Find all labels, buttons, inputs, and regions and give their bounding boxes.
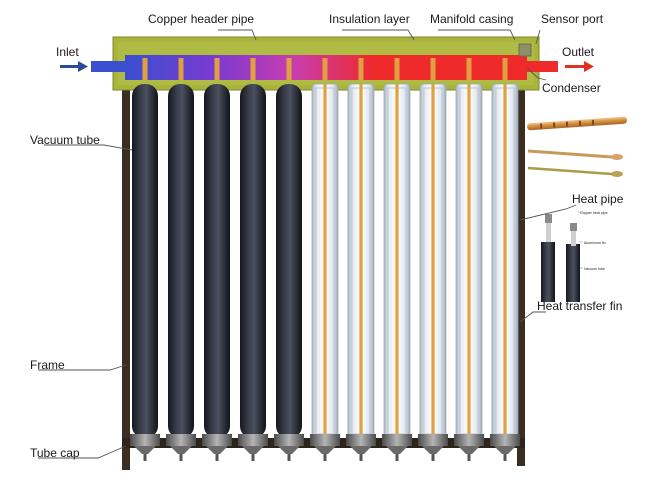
tube-5 [276, 84, 302, 438]
tube-7 [347, 83, 375, 439]
tube-1 [132, 84, 158, 438]
condenser-5 [286, 58, 292, 80]
tube-cap-8 [382, 434, 412, 461]
tube-cap-7 [346, 434, 376, 461]
condenser-4 [250, 58, 256, 80]
tube-11 [491, 83, 519, 439]
label-outlet: Outlet [562, 45, 595, 59]
condenser-rod-image [527, 116, 627, 131]
tube-cap-9 [418, 434, 448, 461]
inset-label-copper: Copper heat pipe [580, 211, 608, 215]
heat-pipe-inset: Copper heat pipe Aluminium fin Vacuum tu… [533, 206, 623, 302]
condenser-1 [142, 58, 148, 80]
tube-cap-11 [490, 434, 520, 461]
label-heat-transfer-fin: Heat transfer fin [537, 299, 622, 313]
label-condenser: Condenser [542, 81, 601, 95]
tube-2 [168, 84, 194, 438]
tube-9 [419, 83, 447, 439]
label-insulation-layer: Insulation layer [329, 12, 410, 26]
inlet-arrow [60, 61, 88, 72]
label-manifold-casing: Manifold casing [430, 12, 513, 26]
vacuum-tubes [132, 83, 519, 439]
label-copper-header-pipe: Copper header pipe [148, 12, 254, 26]
condensers [142, 58, 508, 80]
condenser-6 [322, 58, 328, 80]
tube-3 [204, 84, 230, 438]
tube-4 [240, 84, 266, 438]
tube-10 [455, 83, 483, 439]
label-sensor-port: Sensor port [541, 12, 604, 26]
condenser-9 [430, 58, 436, 80]
heat-pipe-rod-image-2 [527, 166, 623, 177]
label-vacuum-tube: Vacuum tube [30, 133, 100, 147]
tube-cap-3 [202, 434, 232, 461]
inset-label-tube: Vacuum tube [584, 267, 605, 271]
outlet-arrow [565, 61, 594, 72]
tube-cap-6 [310, 434, 340, 461]
sensor-port [518, 43, 532, 57]
inset-label-fin: Aluminium fin [584, 241, 606, 245]
leader-lines [38, 29, 577, 459]
tube-caps [130, 434, 520, 461]
condenser-11 [502, 58, 508, 80]
inlet-pipe [91, 61, 127, 72]
label-tube-cap: Tube cap [30, 446, 80, 460]
tube-8 [383, 83, 411, 439]
label-inlet: Inlet [56, 45, 79, 59]
inset-tube-left [541, 214, 555, 302]
label-heat-pipe: Heat pipe [572, 192, 624, 206]
tube-cap-10 [454, 434, 484, 461]
outlet-pipe [520, 61, 558, 72]
label-frame: Frame [30, 358, 65, 372]
condenser-3 [214, 58, 220, 80]
tube-cap-1 [130, 434, 160, 461]
tube-6 [311, 83, 339, 439]
condenser-7 [358, 58, 364, 80]
heat-pipe-rod-image-1 [527, 149, 623, 160]
tube-cap-2 [166, 434, 196, 461]
condenser-10 [466, 58, 472, 80]
condenser-2 [178, 58, 184, 80]
tube-cap-5 [274, 434, 304, 461]
inset-tube-right [566, 223, 580, 302]
tube-cap-4 [238, 434, 268, 461]
condenser-8 [394, 58, 400, 80]
